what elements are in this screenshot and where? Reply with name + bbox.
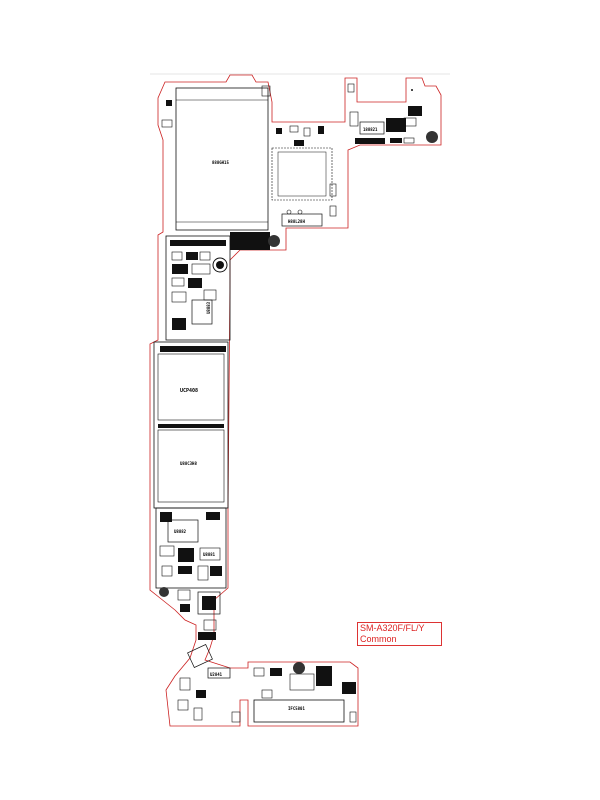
model-number: SM-A320F/FL/Y — [360, 623, 425, 633]
pmic-label: U8882 — [174, 529, 187, 534]
bottom-connector-label: IFC5801 — [288, 706, 305, 711]
upper-block — [165, 235, 231, 341]
small-connector — [207, 667, 231, 679]
ic-mid-label: U8881 — [203, 552, 216, 557]
mounting-hole-left — [159, 587, 169, 597]
ic-left-label: U8883 — [206, 301, 211, 314]
cpu-label: UCP408 — [180, 388, 198, 394]
ic-left — [191, 299, 213, 325]
pmic — [167, 519, 199, 543]
mounting-hole-mid — [268, 235, 280, 247]
lower-block — [155, 507, 227, 589]
rf-chip-label: 188821 — [363, 127, 378, 132]
inner-frame — [271, 147, 333, 201]
main-shield — [175, 87, 269, 231]
memory-label: U88C3H8 — [180, 461, 197, 466]
model-variant: Common — [360, 634, 397, 644]
model-info-box: SM-A320F/FL/Y Common — [357, 622, 442, 646]
mounting-hole-top — [426, 131, 438, 143]
rf-chip — [359, 121, 385, 135]
main-shield-label: 888GH15 — [212, 160, 229, 165]
bottom-connector — [253, 699, 345, 723]
small-connector-label: U2841 — [210, 672, 223, 677]
connector-outline — [281, 213, 323, 227]
mounting-hole-bottom — [293, 662, 305, 674]
connector-label: H88L28H — [288, 219, 305, 224]
